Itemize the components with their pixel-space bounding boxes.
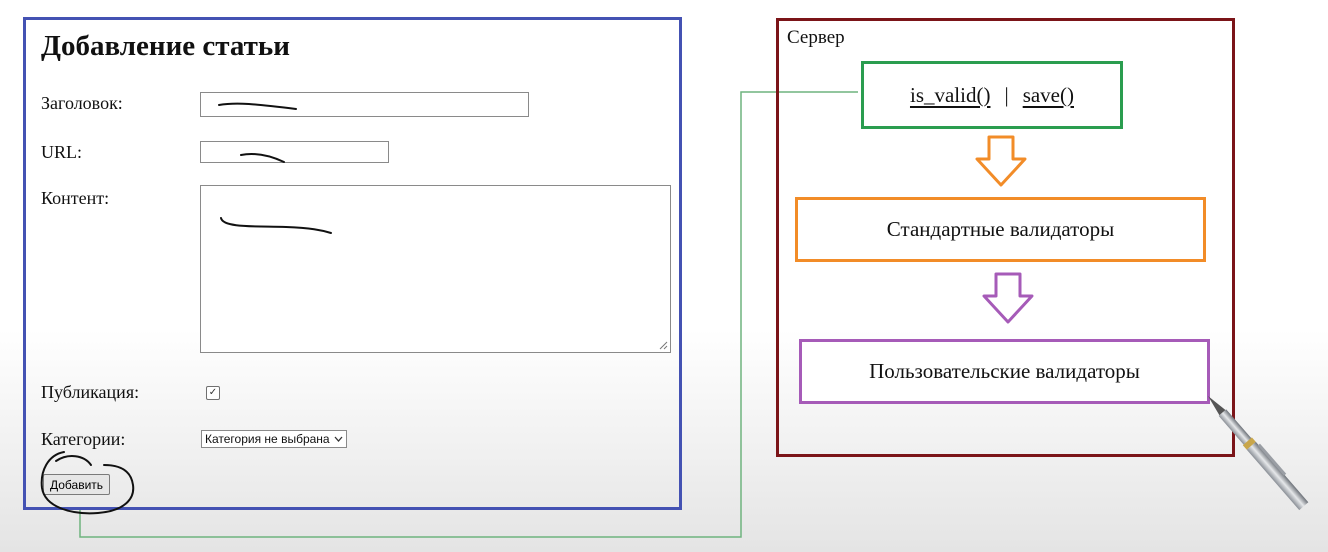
url-input[interactable] <box>200 141 389 163</box>
add-button[interactable]: Добавить <box>43 474 111 495</box>
server-panel: Сервер is_valid() | save() Стандартные в… <box>776 18 1235 457</box>
pen-icon <box>1208 396 1309 511</box>
handwritten-scribble <box>220 217 332 234</box>
checkmark-icon: ✓ <box>208 387 218 398</box>
publish-label: Публикация: <box>41 382 140 402</box>
handwritten-circle-annotation <box>40 451 135 515</box>
page-title: Добавление статьи <box>41 30 290 62</box>
standard-validators-label: Стандартные валидаторы <box>886 217 1115 241</box>
title-label: Заголовок: <box>41 93 123 113</box>
method-separator: | <box>1004 82 1009 107</box>
is-valid-method: is_valid() <box>909 82 991 107</box>
standard-validators-box: Стандартные валидаторы <box>795 197 1206 262</box>
handwritten-scribble <box>240 152 285 163</box>
chevron-down-icon <box>334 436 343 442</box>
handwritten-scribble <box>218 102 297 110</box>
arrow-down-icon <box>975 135 1027 187</box>
resize-handle-icon[interactable] <box>659 341 668 350</box>
article-form-panel: Добавление статьи Заголовок: URL: Контен… <box>23 17 682 515</box>
content-label: Контент: <box>41 188 110 208</box>
category-selected-value: Категория не выбрана <box>205 432 330 446</box>
category-label: Категории: <box>41 429 126 449</box>
custom-validators-label: Пользовательские валидаторы <box>869 359 1140 383</box>
save-method: save() <box>1022 82 1074 107</box>
content-textarea[interactable] <box>200 185 671 353</box>
arrow-down-icon <box>982 272 1034 324</box>
category-select[interactable]: Категория не выбрана <box>201 430 347 448</box>
publish-checkbox[interactable]: ✓ <box>206 386 220 400</box>
server-label: Сервер <box>787 27 845 48</box>
url-label: URL: <box>41 142 83 162</box>
methods-box: is_valid() | save() <box>861 61 1123 129</box>
custom-validators-box: Пользовательские валидаторы <box>799 339 1210 404</box>
title-input[interactable] <box>200 92 529 117</box>
